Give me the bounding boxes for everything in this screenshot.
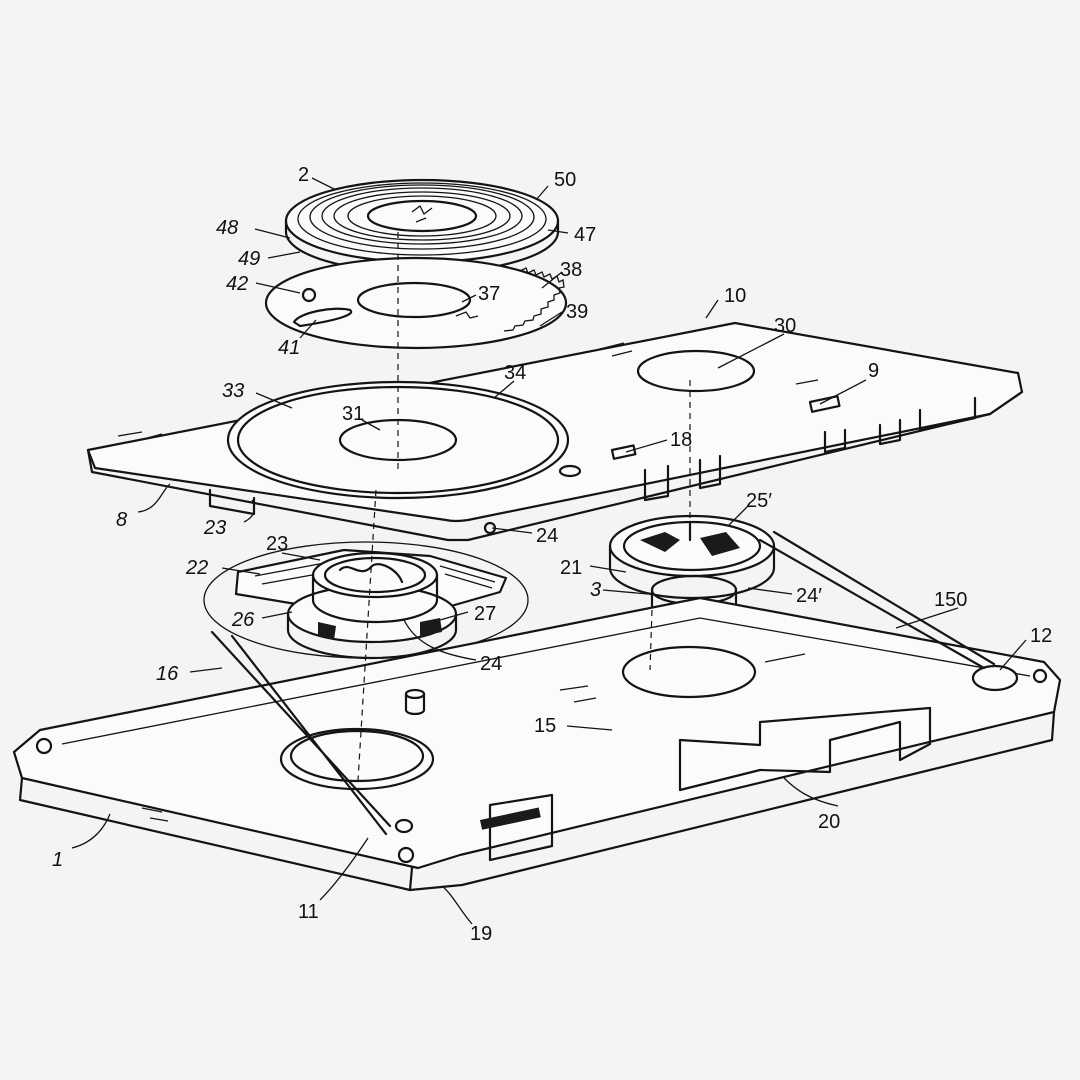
callout-label: 18 — [670, 429, 692, 451]
leader-lines — [71, 177, 1027, 925]
callout-label: 15 — [534, 715, 556, 737]
axis-lines — [357, 232, 691, 781]
callout-label: 21 — [560, 557, 582, 579]
callout-label: 150 — [934, 589, 967, 611]
tape-path — [210, 530, 996, 836]
callout-label: 41 — [278, 337, 300, 359]
callout-label: 30 — [774, 315, 796, 337]
callout-label: 24′ — [796, 585, 822, 607]
left-hub-assembly — [203, 541, 529, 660]
callout-label: 3 — [590, 579, 601, 601]
callout-label: 23 — [203, 517, 226, 539]
callout-label: 16 — [156, 663, 179, 685]
callout-label: 38 — [560, 259, 582, 281]
lower-shell — [12, 596, 1062, 892]
callout-label: 33 — [222, 380, 244, 402]
callout-label: 24 — [480, 653, 502, 675]
callout-label: 22 — [185, 557, 208, 579]
callout-label: 34 — [504, 362, 526, 384]
right-hub — [608, 514, 776, 622]
callout-label: 42 — [226, 273, 248, 295]
callout-label: 47 — [574, 224, 596, 246]
callout-label: 2 — [298, 164, 309, 186]
flange-disc — [264, 256, 568, 350]
callout-label: 25′ — [746, 490, 772, 512]
callout-label: 10 — [724, 285, 746, 307]
callout-label: 8 — [116, 509, 127, 531]
callout-label: 20 — [818, 811, 840, 833]
callout-label: 37 — [478, 283, 500, 305]
callout-labels: 1 2 3 8 9 10 11 12 15 16 18 19 20 21 22 … — [52, 164, 1052, 945]
callout-label: 39 — [566, 301, 588, 323]
callout-label: 49 — [238, 248, 260, 270]
callout-label: 1 — [52, 849, 63, 871]
callout-label: 11 — [298, 901, 319, 923]
callout-label: 26 — [231, 609, 255, 631]
callout-label: 31 — [342, 403, 364, 425]
upper-shell — [86, 321, 1024, 542]
callout-label: 50 — [554, 169, 576, 191]
callout-label: 48 — [216, 217, 238, 239]
callout-label: 12 — [1030, 625, 1052, 647]
callout-label: 9 — [868, 360, 879, 382]
tape-spool — [284, 178, 560, 275]
callout-label: 24 — [536, 525, 558, 547]
callout-label: 23 — [266, 533, 288, 555]
callout-label: 27 — [474, 603, 496, 625]
callout-label: 19 — [470, 923, 492, 945]
